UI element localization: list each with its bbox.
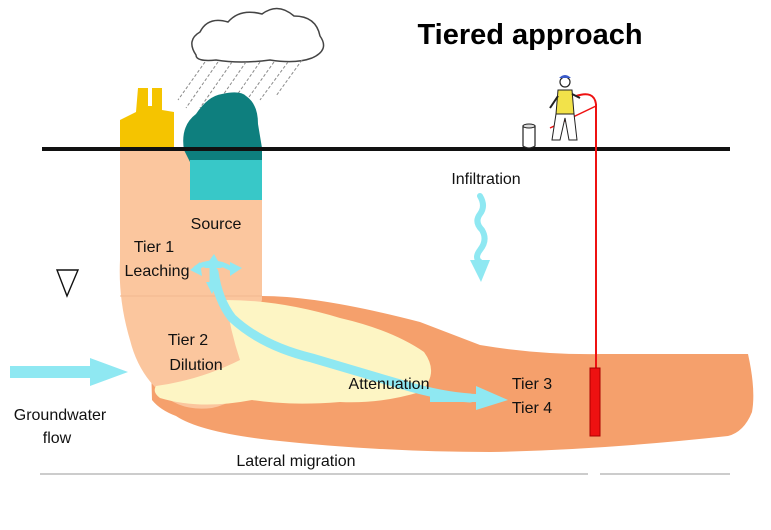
label-infiltration: Infiltration	[451, 171, 520, 188]
label-lateral-migration: Lateral migration	[236, 453, 355, 470]
source-bottom	[190, 160, 262, 200]
label-groundwater: Groundwater	[14, 407, 107, 424]
lateral-arrow	[430, 386, 508, 410]
leaching-arrowhead-up	[204, 254, 222, 268]
water-table-triangle-icon	[55, 269, 80, 298]
label-tier4: Tier 4	[512, 400, 552, 417]
label-groundwater-flow: flow	[43, 430, 72, 447]
soil-column	[119, 148, 262, 409]
label-dilution: Dilution	[169, 357, 222, 374]
worker-sampling-icon	[522, 75, 581, 149]
diagram-title: Tiered approach	[417, 19, 642, 51]
leaching-arrowhead-down	[206, 282, 218, 294]
infiltration-arrow	[474, 193, 488, 265]
label-tier3: Tier 3	[512, 376, 552, 393]
label-attenuation: Attenuation	[349, 376, 430, 393]
label-tier2: Tier 2	[168, 332, 208, 349]
label-tier1: Tier 1	[134, 239, 174, 256]
label-leaching: Leaching	[125, 263, 190, 280]
leaching-arrowhead-right	[230, 262, 242, 276]
leaching-arrowhead-left	[190, 262, 202, 276]
infiltration-arrowhead	[470, 260, 490, 282]
label-source: Source	[191, 216, 242, 233]
rain-cloud-icon	[177, 7, 325, 109]
source-top	[183, 92, 262, 162]
factory-icon	[120, 88, 174, 148]
groundwater-flow-arrow	[10, 358, 128, 386]
